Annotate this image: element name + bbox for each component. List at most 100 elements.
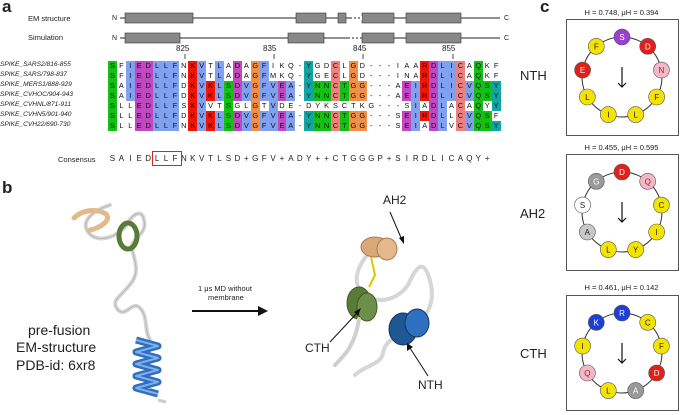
svg-text:S: S bbox=[580, 201, 585, 210]
residue-cell: S bbox=[108, 61, 117, 71]
sim-domain-2 bbox=[287, 32, 325, 44]
residue-cell: K bbox=[484, 71, 490, 80]
residue-cell: N bbox=[313, 111, 323, 121]
residue-cell: E bbox=[277, 121, 287, 131]
residue-cell: F bbox=[170, 111, 180, 121]
residue-cell: L bbox=[161, 81, 171, 91]
residue-cell: E bbox=[402, 81, 412, 91]
residue-cell: E bbox=[324, 71, 330, 80]
residue-cell: Q bbox=[473, 81, 483, 91]
residue-cell: V bbox=[197, 111, 207, 121]
sim-n-terminus: N bbox=[112, 35, 117, 42]
residue-cell: Q bbox=[473, 91, 483, 101]
residue-cell: D bbox=[143, 101, 153, 111]
residue-cell: G bbox=[250, 81, 260, 91]
residue-cell: G bbox=[348, 91, 358, 101]
wheel-residue: E bbox=[574, 61, 591, 79]
wheel-residue: I bbox=[574, 337, 591, 355]
residue-cell: C bbox=[455, 111, 465, 121]
prefusion-line-1: pre-fusion bbox=[28, 322, 91, 338]
residue-cell: G bbox=[234, 101, 241, 110]
consensus-residue: I bbox=[441, 154, 444, 163]
residue-cell: R bbox=[420, 111, 430, 121]
hydrophobic-moment-arrow bbox=[617, 67, 627, 88]
residue-cell: K bbox=[324, 101, 330, 110]
residue-cell: Q bbox=[473, 61, 483, 71]
residue-cell: V bbox=[464, 91, 474, 101]
ruler-835: 835 bbox=[263, 44, 277, 53]
consensus-residue: Q bbox=[466, 154, 473, 163]
residue-cell: S bbox=[223, 101, 233, 111]
residue-cell: G bbox=[348, 61, 358, 71]
residue-cell: D bbox=[323, 61, 330, 70]
residue-cell: N bbox=[404, 71, 410, 80]
consensus-residue: K bbox=[190, 154, 196, 163]
residue-cell: L bbox=[128, 101, 133, 110]
residue-cell: D bbox=[429, 91, 439, 101]
wheel-residue: L bbox=[579, 88, 596, 106]
residue-cell: S bbox=[395, 121, 401, 130]
residue-cell: C bbox=[331, 81, 340, 91]
residue-cell: Y bbox=[491, 91, 501, 101]
em-structure-label: EM structure bbox=[28, 14, 71, 23]
residue-cell: D bbox=[232, 81, 242, 91]
consensus-residue: G bbox=[368, 154, 375, 163]
residue-cell: D bbox=[232, 61, 242, 71]
residue-cell: N bbox=[181, 121, 187, 130]
residue-cell: K bbox=[206, 121, 216, 131]
consensus-residue: + bbox=[484, 154, 490, 163]
residue-cell: D bbox=[143, 91, 153, 101]
residue-cell: C bbox=[331, 61, 340, 71]
consensus-residue: I bbox=[405, 154, 408, 163]
residue-cell: K bbox=[206, 81, 216, 91]
wheel-residue: D bbox=[648, 364, 665, 382]
domain-map: N C N C bbox=[112, 12, 509, 44]
residue-cell: K bbox=[188, 101, 198, 111]
residue-cell: V bbox=[464, 111, 474, 121]
residue-cell: F bbox=[259, 71, 269, 81]
residue-cell: L bbox=[161, 91, 171, 101]
ah2-pointer bbox=[389, 211, 404, 244]
residue-cell: G bbox=[357, 91, 367, 101]
residue-cell: Y bbox=[304, 111, 314, 121]
residue-cell: L bbox=[215, 61, 224, 71]
consensus-residue: D bbox=[296, 154, 303, 163]
residue-cell: - bbox=[378, 61, 382, 70]
residue-cell: G bbox=[348, 111, 358, 121]
residue-cell: S bbox=[108, 101, 117, 111]
consensus-label: Consensus bbox=[58, 155, 96, 164]
em-domain-2 bbox=[295, 12, 327, 24]
residue-cell: S bbox=[395, 111, 401, 120]
consensus-residue: C bbox=[332, 154, 339, 163]
residue-cell: V bbox=[241, 111, 251, 121]
consensus-residue: A bbox=[118, 154, 125, 163]
residue-cell: T bbox=[261, 101, 267, 110]
residue-cell: F bbox=[493, 111, 499, 120]
svg-text:Y: Y bbox=[633, 246, 639, 255]
residue-cell: L bbox=[161, 101, 171, 111]
residue-cell: F bbox=[170, 101, 180, 111]
residue-cell: Q bbox=[473, 121, 483, 131]
ah2-label: AH2 bbox=[383, 193, 407, 207]
residue-cell: - bbox=[298, 81, 302, 90]
residue-cell: G bbox=[250, 121, 260, 131]
residue-cell: L bbox=[152, 121, 162, 131]
residue-cell: L bbox=[128, 121, 133, 130]
residue-cell: F bbox=[119, 71, 124, 80]
consensus-residue: L bbox=[154, 154, 160, 163]
panel-a-letter: a bbox=[2, 0, 12, 16]
svg-text:Q: Q bbox=[645, 177, 651, 186]
residue-cell: I bbox=[125, 61, 135, 71]
residue-cell: N bbox=[181, 61, 187, 70]
hydrophobic-moment-arrow bbox=[617, 343, 627, 364]
residue-cell: F bbox=[170, 81, 180, 91]
residue-cell: L bbox=[161, 61, 171, 71]
residue-cell: Q bbox=[473, 101, 483, 111]
seq-name-2: SPIKE_SARS/798-837 bbox=[0, 71, 68, 78]
residue-cell: L bbox=[438, 111, 448, 121]
residue-cell: G bbox=[357, 121, 367, 131]
